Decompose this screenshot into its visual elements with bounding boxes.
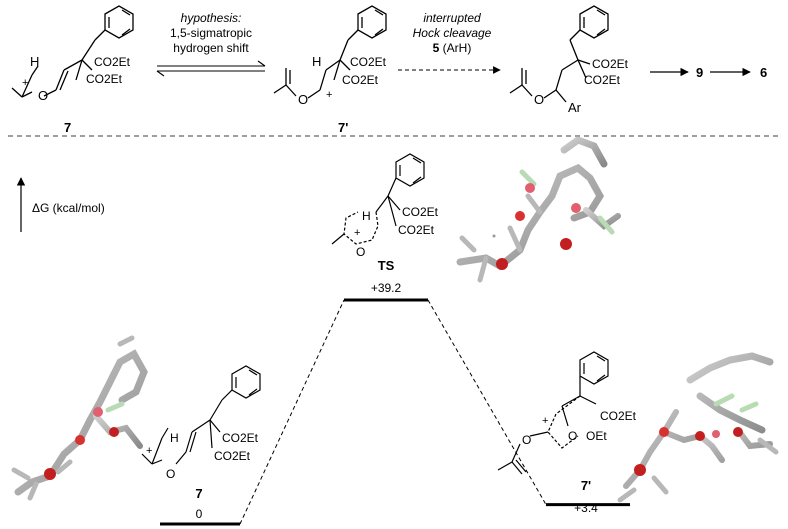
- cleavage-product-structure: [509, 5, 609, 103]
- ts-structure: [331, 153, 425, 245]
- step2-label-line1: interrupted: [423, 11, 481, 25]
- bottom-7prime-plus-label: +: [542, 415, 548, 427]
- product-6-label: 6: [760, 65, 767, 80]
- compound-7-label: 7: [64, 120, 71, 135]
- state-energy-ts: +39.2: [371, 281, 402, 295]
- state-label-7: 7: [195, 486, 202, 501]
- compound-7prime-structure: [273, 5, 387, 99]
- bottom-7-ester-1: CO2Et: [222, 431, 259, 445]
- ts-3d-model: [456, 136, 621, 283]
- cleavage-product-o-label: O: [534, 92, 544, 107]
- bottom-7-o-label: O: [166, 467, 175, 481]
- state-label-7prime: 7': [581, 478, 591, 493]
- state-energy-7: 0: [196, 507, 203, 521]
- compound-7-structure: [11, 5, 134, 98]
- state-energy-7prime: +3.4: [574, 501, 598, 515]
- compound-7prime-label: 7': [338, 120, 348, 135]
- equilibrium-arrow: [156, 60, 266, 77]
- step1-label-line1: hypothesis:: [181, 11, 242, 25]
- cleavage-product-aryl-label: Ar: [568, 100, 582, 115]
- bottom-compound-7-structure: [141, 365, 261, 465]
- cleavage-product-ester-1: CO2Et: [592, 57, 629, 71]
- compound-7-plus-label: +: [22, 77, 28, 89]
- ts-o-label: O: [356, 245, 365, 259]
- bottom-7-h-label: H: [170, 431, 179, 445]
- product-9-label: 9: [696, 65, 703, 80]
- step1-label-line3: hydrogen shift: [173, 41, 249, 55]
- compound-7prime-h-label: H: [312, 54, 321, 69]
- ts-h-label: H: [362, 209, 371, 223]
- energy-connector: [239, 299, 345, 525]
- ts-ester-2: CO2Et: [398, 223, 435, 237]
- bottom-7prime-carbonyl-o: O: [568, 429, 577, 443]
- step1-label-line2: 1,5-sigmatropic: [170, 26, 252, 40]
- compound-7prime-plus-label: +: [326, 89, 332, 101]
- step2-label-line3: 5 (ArH): [433, 41, 472, 55]
- reactant-3d-model: [11, 335, 148, 501]
- ts-plus-label: +: [354, 227, 360, 239]
- bottom-7prime-o-label: O: [522, 433, 531, 447]
- compound-7-ester-1: CO2Et: [94, 55, 131, 69]
- compound-7prime-o-label: O: [298, 92, 308, 107]
- energy-levels: [160, 298, 630, 526]
- product-3d-model: [617, 352, 779, 503]
- bottom-7-plus-label: +: [146, 445, 152, 457]
- compound-7-h-label: H: [30, 54, 39, 69]
- bottom-compound-7prime-structure: [497, 351, 609, 475]
- cleavage-product-ester-2: CO2Et: [584, 73, 621, 87]
- state-label-ts: TS: [378, 258, 395, 273]
- compound-7prime-ester-1: CO2Et: [350, 55, 387, 69]
- compound-7-ester-2: CO2Et: [86, 72, 123, 86]
- bottom-7prime-oet: OEt: [586, 429, 607, 443]
- bottom-7-ester-2: CO2Et: [214, 449, 251, 463]
- bottom-7prime-ester: CO2Et: [600, 409, 637, 423]
- ts-ester-1: CO2Et: [402, 205, 439, 219]
- compound-7-o-label: O: [38, 88, 48, 103]
- energy-axis-label: ΔG (kcal/mol): [32, 201, 105, 215]
- compound-7prime-ester-2: CO2Et: [342, 73, 379, 87]
- energy-connector: [427, 299, 547, 505]
- step2-label-line2: Hock cleavage: [413, 26, 492, 40]
